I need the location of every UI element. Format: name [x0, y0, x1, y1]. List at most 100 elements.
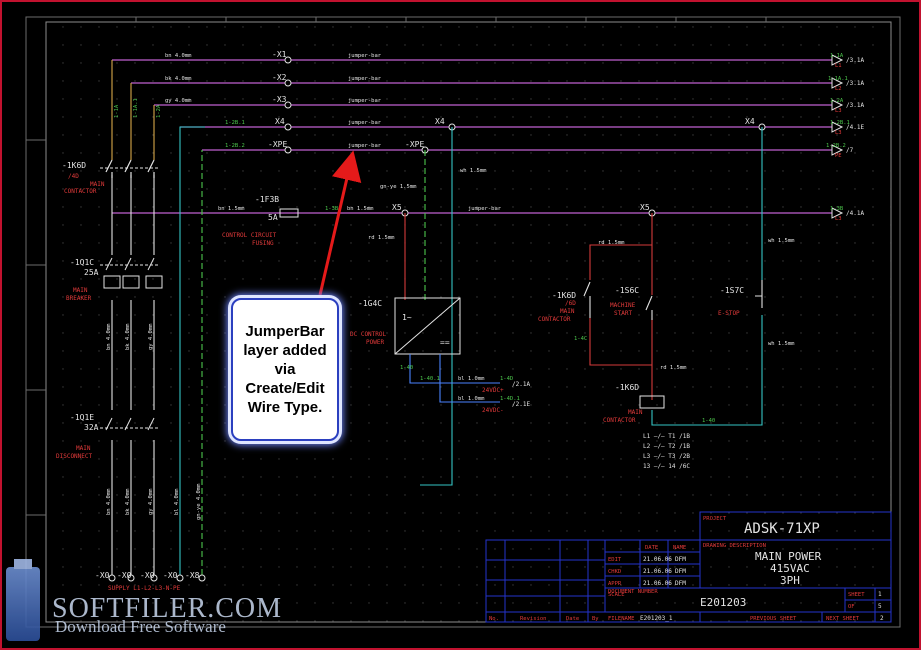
- terminal-label: -X0: [95, 571, 110, 580]
- component-tag[interactable]: -1Q1C: [70, 258, 94, 267]
- component-tag[interactable]: -1K6D: [615, 383, 639, 392]
- tb-value: DFM: [675, 556, 686, 563]
- g4c-power-supply[interactable]: [394, 297, 461, 355]
- sheet-ref[interactable]: /7: [846, 147, 854, 154]
- component-tag[interactable]: -1G4C: [358, 299, 382, 308]
- wire-label: wh 1.5mm: [460, 168, 487, 174]
- sheet-ref-arrows: [831, 54, 844, 219]
- tb-desc: 415VAC: [770, 562, 810, 575]
- psu-symbol: ==: [440, 338, 450, 347]
- component-tag[interactable]: -1Q1E: [70, 413, 94, 422]
- component-tag[interactable]: -1K6D: [552, 291, 576, 300]
- tb-value: 21.06.06: [643, 556, 672, 563]
- component-tag[interactable]: -1F3B: [255, 195, 279, 204]
- tb-value: 5: [878, 603, 882, 610]
- neutral-feed: [179, 126, 205, 575]
- terminal-label: -XPE: [268, 140, 287, 149]
- wire-label: gy 4.0mm: [148, 488, 154, 515]
- k6d-contacts[interactable]: [105, 159, 155, 178]
- component-name: MAIN: [76, 445, 91, 452]
- wire-label: bn 1.5mm: [347, 206, 374, 212]
- sheet-ref[interactable]: /2.1E: [512, 401, 530, 408]
- coil-return: [651, 315, 763, 426]
- start-stop-contacts[interactable]: [583, 280, 763, 320]
- sheet-ref[interactable]: /3.1A: [846, 102, 864, 109]
- wire-number: 1-1A: [114, 104, 120, 118]
- control-circuit-live: [589, 213, 653, 400]
- tb-label: PROJECT: [703, 516, 727, 522]
- bottom-terminals[interactable]: [108, 574, 206, 582]
- terminal-label: X4: [435, 117, 445, 126]
- sheet-ref[interactable]: /4.1E: [846, 124, 864, 131]
- jumperbar-callout: JumperBar layer added via Create/Edit Wi…: [231, 298, 339, 441]
- usb-icon: [6, 559, 40, 641]
- title-block-grid: [485, 511, 892, 623]
- component-name: DC CONTROL: [350, 331, 387, 338]
- sheet-ref[interactable]: /3.1A: [846, 80, 864, 87]
- tb-label: PREVIOUS SHEET: [750, 616, 797, 622]
- tb-label: CHKD: [608, 569, 621, 575]
- watermark-title: SOFTFILER.COM: [52, 593, 283, 624]
- wire-label: gn-ye 4.0mm: [196, 483, 202, 520]
- wire-label: wh 1.5mm: [768, 341, 795, 347]
- wire-label: jumper-bar: [468, 206, 502, 212]
- component-name: FUSING: [252, 240, 274, 247]
- tb-label: SHEET: [848, 592, 865, 598]
- component-name: MAIN: [90, 181, 105, 188]
- wire-label: jumper-bar: [348, 120, 382, 126]
- wire-label: bn 4.0mm: [165, 53, 192, 59]
- phase-label: L2: [835, 86, 842, 92]
- watermark: SOFTFILER.COM Download Free Software: [0, 559, 281, 650]
- k6d-coil[interactable]: [639, 395, 665, 409]
- tb-docnum-label: DOCUMENT NUMBER: [608, 589, 658, 595]
- component-tag[interactable]: -1S7C: [720, 286, 744, 295]
- zone-frame: [25, 16, 901, 628]
- psu-symbol: 1~: [402, 313, 412, 322]
- tb-value: E201203_1: [640, 615, 673, 622]
- grid-area: [46, 22, 891, 622]
- component-name: CONTACTOR: [64, 188, 97, 195]
- wire-number: 1-4D.1: [500, 396, 520, 402]
- feed-lines: [111, 60, 155, 160]
- wire-number: 1-1A.1: [133, 98, 139, 118]
- wire-number: 1-40: [702, 418, 715, 424]
- wire-label: bl 1.0mm: [458, 376, 485, 382]
- contact-row: L2 —∕— T2 /1B: [643, 443, 690, 450]
- q1c-breaker[interactable]: [100, 257, 163, 289]
- wire-label: jumper-bar: [348, 76, 382, 82]
- component-tag[interactable]: -1K6D: [62, 161, 86, 170]
- psu-outputs: [409, 354, 500, 403]
- q1e-disconnect[interactable]: [105, 417, 155, 431]
- seal-in-wire: [589, 318, 652, 366]
- voltage-label: 24VDC+: [482, 387, 504, 394]
- sheet-ref[interactable]: /2.1A: [512, 381, 530, 388]
- component-name: MAIN: [628, 409, 643, 416]
- wire-number: 1-4D: [500, 376, 513, 382]
- tb-label: NAME: [673, 545, 686, 551]
- contact-row: 13 —∕— 14 /6C: [643, 463, 690, 470]
- wire-number: 1-2B.2: [225, 143, 245, 149]
- wire-label: jumper-bar: [348, 53, 382, 59]
- bus-terminals[interactable]: [284, 56, 766, 217]
- tb-desc: 3PH: [780, 574, 800, 587]
- tb-value: DFM: [675, 580, 686, 587]
- wire-label: bl 4.0mm: [174, 488, 180, 515]
- tb-label: By: [592, 616, 599, 622]
- tb-label: NEXT SHEET: [826, 616, 860, 622]
- terminal-label: X4: [275, 117, 285, 126]
- component-rating: 25A: [84, 268, 99, 277]
- component-tag[interactable]: -1S6C: [615, 286, 639, 295]
- wire-number: 1-3B: [830, 206, 844, 212]
- component-name: POWER: [366, 339, 384, 346]
- sheet-ref[interactable]: /4.1A: [846, 210, 864, 217]
- terminal-label: X4: [745, 117, 755, 126]
- phase-label: PE: [835, 153, 842, 159]
- callout-text: JumperBar layer added via Create/Edit Wi…: [243, 323, 327, 416]
- f3b-fuse[interactable]: [279, 208, 299, 218]
- tb-docnum: E201203: [700, 596, 746, 609]
- sheet-ref[interactable]: /3.1A: [846, 57, 864, 64]
- tb-value: 2: [880, 615, 884, 622]
- phase-label: L3: [835, 130, 842, 136]
- terminal-label: -X2: [272, 73, 287, 82]
